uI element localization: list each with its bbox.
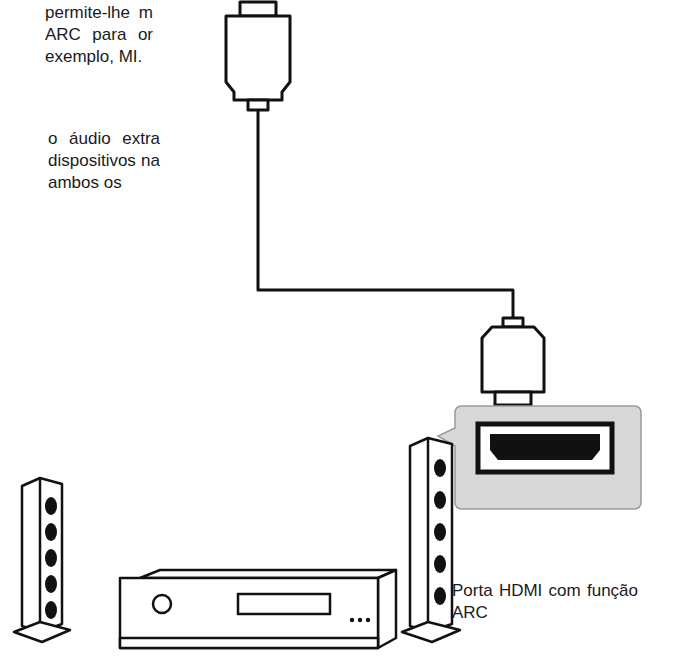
body-text: o áudio extra dispositivos na ambos os: [48, 128, 160, 194]
plug-body: [226, 16, 290, 100]
port-caption: Porta HDMI com função ARC: [452, 580, 638, 624]
plug-tip: [495, 392, 531, 405]
port-callout: [438, 406, 641, 509]
hdmi-cable: [258, 110, 513, 318]
body-text: permite-lhe m ARC para or exemplo, MI.: [45, 2, 153, 68]
hdmi-port-socket: [490, 434, 600, 460]
av-receiver: [120, 570, 396, 648]
plug-tail: [248, 100, 268, 110]
plug-tip: [240, 2, 276, 16]
speaker-right: [402, 438, 460, 642]
speaker-left: [14, 478, 70, 642]
hdmi-port: [478, 424, 612, 472]
plug-body: [482, 327, 544, 392]
